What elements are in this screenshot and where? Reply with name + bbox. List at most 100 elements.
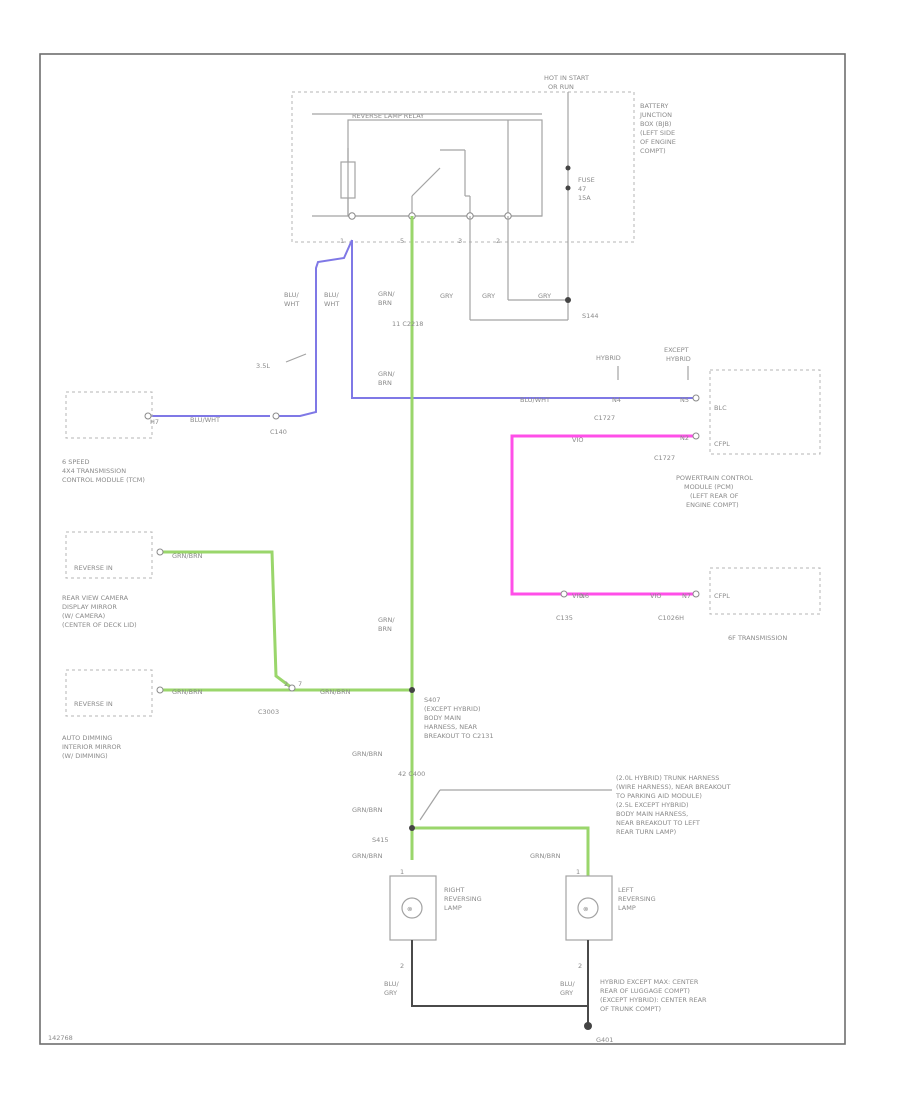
svg-text:BODY MAIN HARNESS,: BODY MAIN HARNESS, <box>616 810 688 818</box>
svg-text:LAMP: LAMP <box>444 904 462 912</box>
svg-text:DISPLAY MIRROR: DISPLAY MIRROR <box>62 603 117 611</box>
svg-text:CONTROL MODULE (TCM): CONTROL MODULE (TCM) <box>62 476 145 484</box>
grn-brn-label-mir: GRN/BRN <box>172 688 203 696</box>
relay-pin-5: 5 <box>400 237 404 245</box>
reverse-lamp-relay <box>347 119 543 217</box>
svg-text:FUSE: FUSE <box>578 176 595 184</box>
blu-gry-label-2b: GRY <box>560 989 573 997</box>
svg-text:6 SPEED: 6 SPEED <box>62 458 89 466</box>
svg-text:4X4 TRANSMISSION: 4X4 TRANSMISSION <box>62 467 126 475</box>
svg-text:POWERTRAIN CONTROL: POWERTRAIN CONTROL <box>676 474 753 482</box>
grn-brn-label-5: GRN/BRN <box>352 806 383 814</box>
trans-label: 6F TRANSMISSION <box>728 634 787 642</box>
blu-wht-label-c: BLU/WHT <box>190 416 220 424</box>
battery-junction-box: HOT IN START OR RUN BATTERY JUNCTION BOX… <box>291 74 676 300</box>
svg-text:(WIRE HARNESS), NEAR BREAKOUT: (WIRE HARNESS), NEAR BREAKOUT <box>616 783 731 791</box>
s407-note: S407 (EXCEPT HYBRID) BODY MAIN HARNESS, … <box>424 696 494 740</box>
except-hybrid-1: EXCEPT <box>664 346 689 354</box>
svg-text:BOX (BJB): BOX (BJB) <box>640 120 671 128</box>
blu-gry-label-1b: GRY <box>384 989 397 997</box>
pcm-pin-cfpl: CFPL <box>714 440 730 448</box>
tcm-module: 6 SPEED 4X4 TRANSMISSION CONTROL MODULE … <box>62 391 153 484</box>
gry-wires: GRY GRY GRY S144 <box>440 216 599 321</box>
grn-brn-label-6: GRN/BRN <box>352 852 383 860</box>
svg-text:COMPT): COMPT) <box>640 147 666 155</box>
left-reversing-lamp: ⊗ LEFT REVERSING LAMP 1 2 <box>565 868 656 970</box>
grn-brn-label-2b: BRN <box>378 379 392 387</box>
hot-label-1: HOT IN START <box>544 74 589 82</box>
pcm-pin-blc: BLC <box>714 404 727 412</box>
relay-label: REVERSE LAMP RELAY <box>352 112 424 120</box>
35l-label: 3.5L <box>256 362 270 370</box>
lh-lamp-bulb-icon: ⊗ <box>583 905 588 913</box>
c3003-pin-2: 2 <box>284 680 288 688</box>
grn-brn-label-2a: GRN/ <box>378 370 395 378</box>
svg-text:REVERSING: REVERSING <box>618 895 656 903</box>
svg-text:ENGINE COMPT): ENGINE COMPT) <box>686 501 739 509</box>
svg-text:BATTERY: BATTERY <box>640 102 668 110</box>
ground-wires: BLU/ GRY BLU/ GRY <box>384 940 592 1030</box>
svg-text:47: 47 <box>578 185 586 193</box>
pin-n5-label: N5 <box>680 396 689 404</box>
relay-pin-3: 3 <box>458 237 462 245</box>
svg-text:BREAKOUT TO C2131: BREAKOUT TO C2131 <box>424 732 494 740</box>
svg-text:(W/ CAMERA): (W/ CAMERA) <box>62 612 105 620</box>
svg-text:RIGHT: RIGHT <box>444 886 464 894</box>
ground-id: G401 <box>596 1036 613 1044</box>
svg-text:S407: S407 <box>424 696 441 704</box>
grn-brn-label-c3003: GRN/BRN <box>320 688 351 696</box>
svg-text:LEFT: LEFT <box>618 886 633 894</box>
vio-label-3: VIO <box>650 592 661 600</box>
svg-text:REAR OF LUGGAGE COMPT): REAR OF LUGGAGE COMPT) <box>600 987 690 995</box>
svg-text:NEAR BREAKOUT TO LEFT: NEAR BREAKOUT TO LEFT <box>616 819 700 827</box>
hybrid-options: HYBRID EXCEPT HYBRID N4 N5 C1727 N2 C172… <box>556 346 691 622</box>
blu-wht-label-d: BLU/WHT <box>520 396 550 404</box>
svg-text:(2.5L EXCEPT HYBRID): (2.5L EXCEPT HYBRID) <box>616 801 689 809</box>
svg-text:OF ENGINE: OF ENGINE <box>640 138 676 146</box>
c2218-label: 11 C2218 <box>392 320 423 328</box>
s144-label: S144 <box>582 312 599 320</box>
c135-label: C135 <box>556 614 573 622</box>
pin-n2-label: N2 <box>680 434 689 442</box>
hot-label-2: OR RUN <box>548 83 574 91</box>
fuse-47: FUSE 47 15A <box>578 176 595 202</box>
svg-text:(W/ DIMMING): (W/ DIMMING) <box>62 752 108 760</box>
6f-transmission: CFPL 6F TRANSMISSION <box>709 567 821 642</box>
c1727-label-b: C1727 <box>654 454 675 462</box>
bjb-label: BATTERY JUNCTION BOX (BJB) (LEFT SIDE OF… <box>639 102 676 155</box>
svg-text:15A: 15A <box>578 194 591 202</box>
svg-text:INTERIOR MIRROR: INTERIOR MIRROR <box>62 743 122 751</box>
pin-h7-label: H7 <box>150 418 159 426</box>
rear-view-camera: REVERSE IN REAR VIEW CAMERA DISPLAY MIRR… <box>62 531 153 629</box>
trans-pin-cfpl: CFPL <box>714 592 730 600</box>
svg-text:LAMP: LAMP <box>618 904 636 912</box>
svg-text:REVERSING: REVERSING <box>444 895 482 903</box>
svg-text:(EXCEPT HYBRID): CENTER REAR: (EXCEPT HYBRID): CENTER REAR <box>600 996 707 1004</box>
svg-text:REAR TURN LAMP): REAR TURN LAMP) <box>616 828 676 836</box>
blu-wht-label-b1: BLU/ <box>324 291 340 299</box>
relay-switch <box>411 167 441 197</box>
svg-text:(2.0L HYBRID) TRUNK HARNESS: (2.0L HYBRID) TRUNK HARNESS <box>616 774 719 782</box>
c400-label: 42 C400 <box>398 770 425 778</box>
pin-n7-label: N7 <box>682 592 691 600</box>
gry-label-2: GRY <box>482 292 495 300</box>
gry-label-3: GRY <box>538 292 551 300</box>
rh-lamp-bulb-icon: ⊗ <box>407 905 412 913</box>
vio-label-1: VIO <box>572 436 583 444</box>
rh-lamp-pin-1: 1 <box>400 868 404 876</box>
hybrid-label: HYBRID <box>596 354 621 362</box>
blu-wht-wires: BLU/ WHT BLU/ WHT 3.5L BLU/WHT BLU/WHT H… <box>144 239 696 436</box>
svg-text:MODULE (PCM): MODULE (PCM) <box>684 483 733 491</box>
blu-wht-label-a1: BLU/ <box>284 291 300 299</box>
ground-note: HYBRID EXCEPT MAX: CENTER REAR OF LUGGAG… <box>596 978 707 1044</box>
svg-text:OF TRUNK COMPT): OF TRUNK COMPT) <box>600 1005 661 1013</box>
svg-text:TO PARKING AID MODULE): TO PARKING AID MODULE) <box>615 792 702 800</box>
blu-wht-label-a2: WHT <box>284 300 299 308</box>
grn-brn-label-1b: BRN <box>378 299 392 307</box>
svg-text:BODY MAIN: BODY MAIN <box>424 714 461 722</box>
s415-note: (2.0L HYBRID) TRUNK HARNESS (WIRE HARNES… <box>419 774 731 836</box>
vio-wire: VIO VIO VIO <box>510 394 700 600</box>
grn-brn-label-3b: BRN <box>378 625 392 633</box>
relay-pin-2: 2 <box>496 237 500 245</box>
